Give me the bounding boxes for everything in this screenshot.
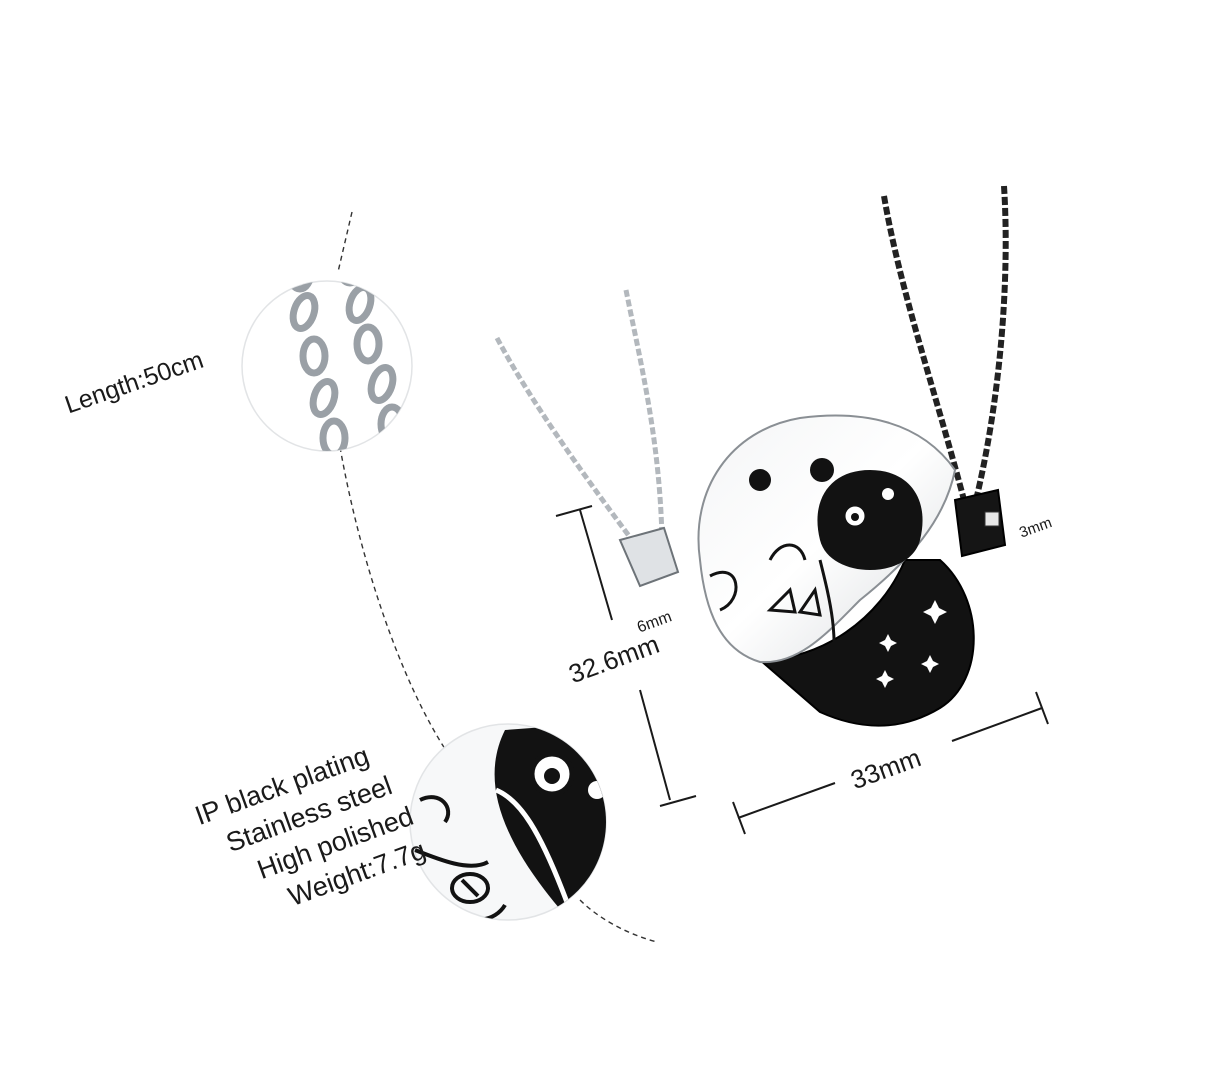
leader-bottom — [579, 899, 658, 943]
width-dim-right — [951, 707, 1043, 742]
star-icon — [876, 600, 947, 688]
bail-black — [953, 488, 1007, 558]
paw-icon — [749, 458, 834, 491]
leader-lines — [337, 211, 658, 943]
black-chains — [881, 185, 1009, 501]
leader-top — [337, 211, 353, 273]
cat-icon — [709, 470, 923, 681]
silver-chains — [494, 289, 665, 542]
leader-middle — [339, 446, 448, 753]
chain-zoom-circle — [241, 280, 413, 452]
dimension-lines — [555, 505, 1049, 835]
height-dim-lower — [639, 689, 671, 801]
height-dim-upper — [579, 509, 613, 621]
bow-icon — [766, 586, 822, 617]
width-dim-left — [737, 782, 836, 819]
pendant-black-half — [757, 559, 975, 727]
bail-silver — [618, 526, 680, 588]
